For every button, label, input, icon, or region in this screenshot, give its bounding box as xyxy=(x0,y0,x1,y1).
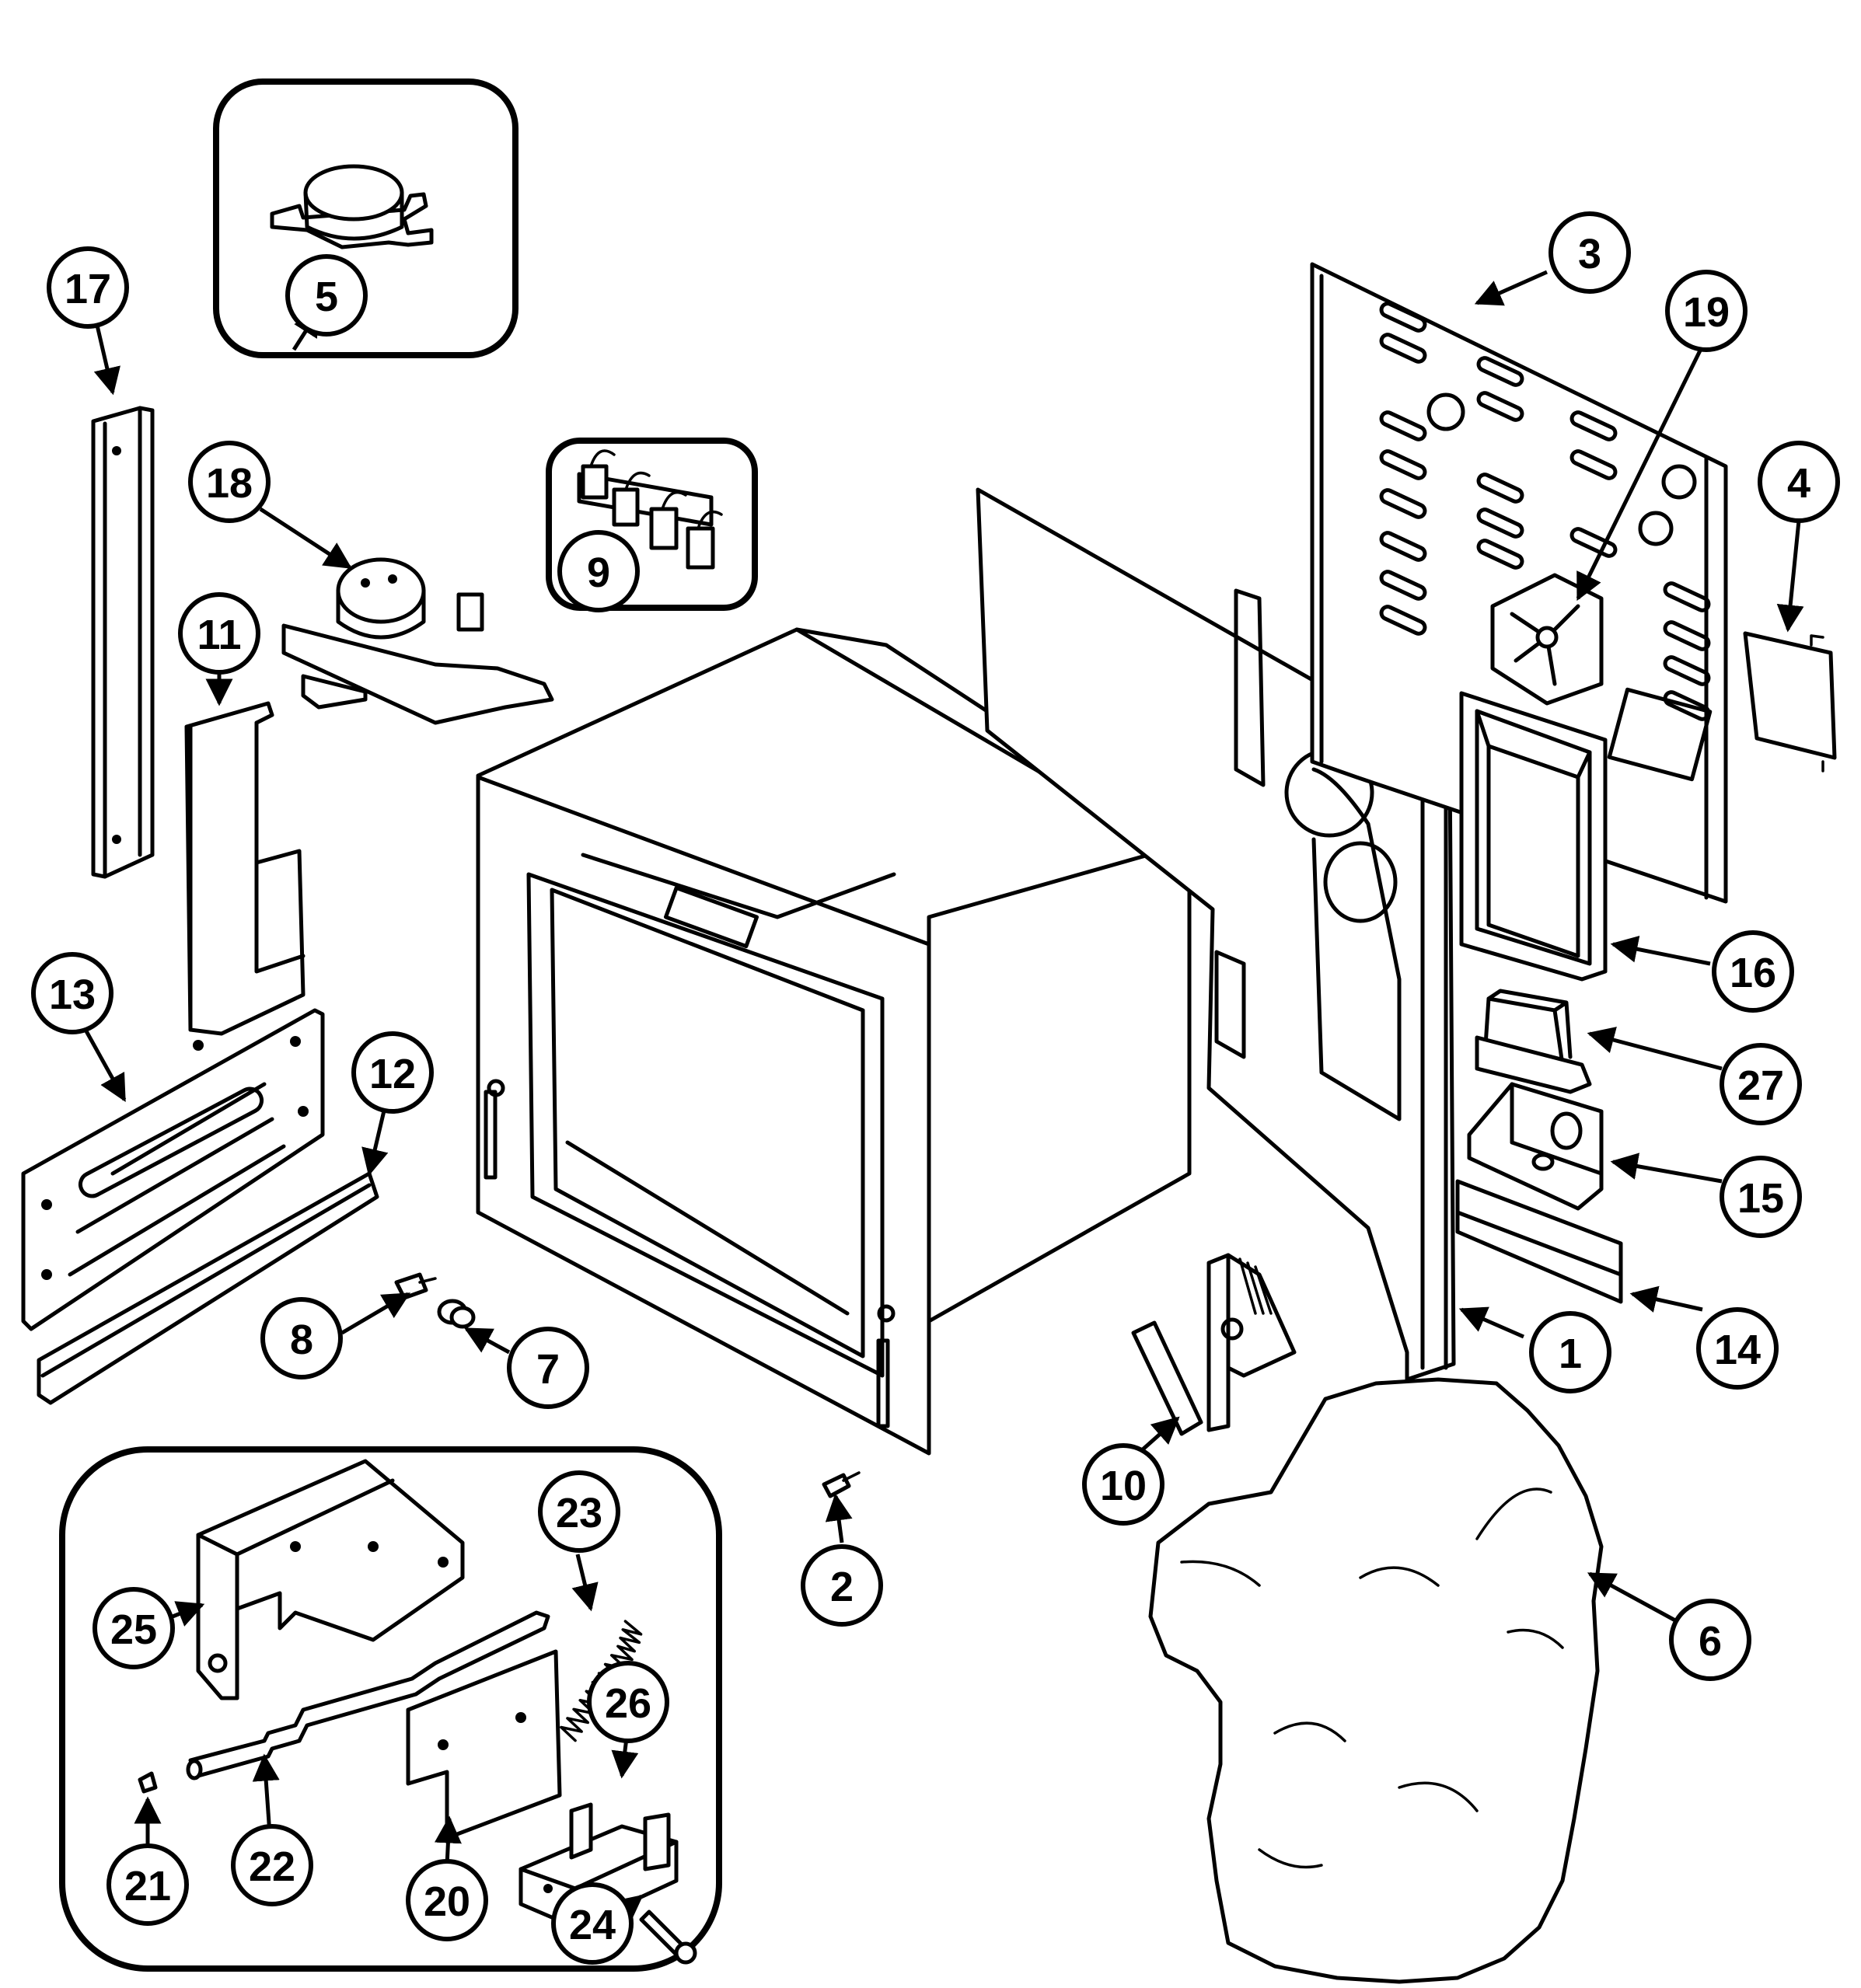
part-15-angled-bracket xyxy=(1467,1082,1604,1211)
part-17-side-rail xyxy=(91,406,155,879)
callout-8: 8 xyxy=(260,1297,343,1379)
part-2-screw xyxy=(822,1471,861,1498)
callout-1: 1 xyxy=(1529,1311,1611,1393)
callout-2: 2 xyxy=(801,1544,883,1627)
callout-5: 5 xyxy=(285,254,368,337)
callout-13: 13 xyxy=(31,952,113,1034)
svg-text:27: 27 xyxy=(1737,1062,1784,1109)
callout-19: 19 xyxy=(1665,270,1748,352)
part-11-vertical-channel xyxy=(184,701,306,1051)
svg-text:25: 25 xyxy=(110,1606,157,1653)
callout-25: 25 xyxy=(93,1587,175,1669)
svg-text:24: 24 xyxy=(569,1902,616,1948)
callout-14: 14 xyxy=(1696,1307,1779,1390)
part-12-angle-strip xyxy=(37,1171,379,1405)
part-5-thermostat-disc xyxy=(270,164,434,249)
svg-text:23: 23 xyxy=(556,1490,602,1536)
svg-text:18: 18 xyxy=(206,460,253,507)
callout-16: 16 xyxy=(1712,930,1794,1013)
svg-text:26: 26 xyxy=(605,1680,651,1727)
callout-27: 27 xyxy=(1720,1043,1802,1125)
callout-22: 22 xyxy=(231,1824,313,1906)
callout-11: 11 xyxy=(178,592,260,675)
svg-text:20: 20 xyxy=(424,1878,470,1925)
callout-7: 7 xyxy=(507,1327,589,1409)
part-16-duct-frame xyxy=(1459,691,1608,982)
callout-12: 12 xyxy=(351,1031,434,1114)
svg-text:10: 10 xyxy=(1100,1463,1147,1509)
part-27-transformer xyxy=(1475,989,1592,1094)
callout-10: 10 xyxy=(1082,1443,1164,1526)
part-9-terminal-block xyxy=(577,449,723,570)
svg-text:9: 9 xyxy=(587,549,610,596)
part-3-back-vent-panel xyxy=(1310,262,1728,904)
svg-text:5: 5 xyxy=(315,274,338,320)
svg-text:2: 2 xyxy=(830,1564,854,1610)
svg-text:15: 15 xyxy=(1737,1175,1784,1222)
callout-15: 15 xyxy=(1720,1156,1802,1238)
oven-cavity xyxy=(476,627,1192,1456)
svg-text:7: 7 xyxy=(536,1346,560,1393)
svg-text:22: 22 xyxy=(249,1843,295,1890)
part-21-clip xyxy=(138,1771,158,1794)
inset-box-door-lock xyxy=(59,1446,722,1972)
svg-text:19: 19 xyxy=(1683,289,1730,336)
svg-text:3: 3 xyxy=(1578,231,1601,277)
svg-text:4: 4 xyxy=(1787,460,1810,507)
svg-text:21: 21 xyxy=(124,1863,171,1910)
inset-box-thermostat xyxy=(213,78,518,358)
leader-lines xyxy=(83,270,1804,1923)
vent-slots xyxy=(1379,302,1711,721)
callout-17: 17 xyxy=(47,246,129,329)
svg-text:12: 12 xyxy=(369,1051,416,1097)
svg-text:8: 8 xyxy=(290,1317,313,1363)
callout-4: 4 xyxy=(1758,441,1840,523)
part-14-lower-strip xyxy=(1455,1179,1623,1304)
callout-24: 24 xyxy=(551,1882,634,1965)
part-4-cover-plate xyxy=(1743,631,1837,773)
callout-6: 6 xyxy=(1669,1599,1751,1681)
callout-18: 18 xyxy=(188,441,271,523)
part-22-lock-rod xyxy=(186,1610,550,1780)
svg-text:16: 16 xyxy=(1730,950,1776,996)
svg-text:6: 6 xyxy=(1699,1618,1722,1665)
callout-21: 21 xyxy=(106,1843,189,1926)
inset-box-terminal-block xyxy=(546,438,758,611)
svg-text:11: 11 xyxy=(197,612,241,658)
part-13-front-panel xyxy=(21,1008,325,1331)
part-10-door-latch xyxy=(1131,1253,1297,1436)
part-24-screw xyxy=(639,1910,697,1965)
callout-20: 20 xyxy=(406,1859,488,1941)
part-25-lock-bracket xyxy=(196,1459,465,1700)
part-19-fan xyxy=(1490,573,1604,706)
callout-9: 9 xyxy=(557,530,640,612)
svg-text:17: 17 xyxy=(65,266,111,312)
svg-text:1: 1 xyxy=(1559,1331,1582,1377)
svg-text:13: 13 xyxy=(49,971,96,1018)
part-7-nut xyxy=(437,1299,476,1329)
callout-26: 26 xyxy=(587,1661,669,1743)
part-6-insulation-blanket xyxy=(1148,1377,1604,1984)
part-18-switch-assembly xyxy=(281,557,554,725)
callout-3: 3 xyxy=(1549,211,1631,294)
callout-23: 23 xyxy=(538,1470,620,1553)
part-8-screw xyxy=(394,1272,437,1300)
svg-text:14: 14 xyxy=(1714,1327,1761,1373)
